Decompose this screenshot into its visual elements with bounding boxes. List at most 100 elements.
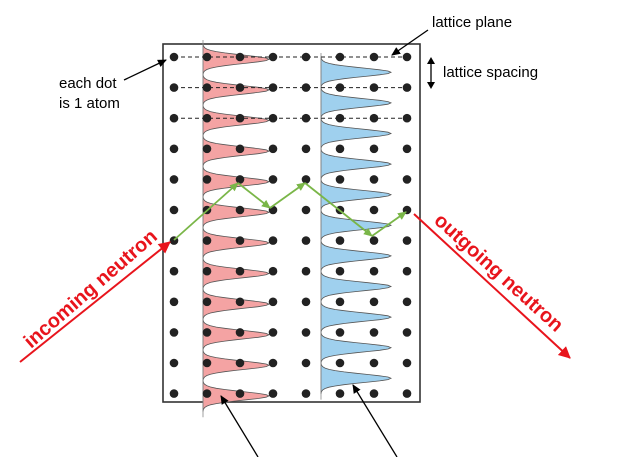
- blue-wave-column: [320, 53, 393, 400]
- atom-dot: [301, 266, 311, 276]
- atom-dot: [169, 266, 179, 276]
- atom-dot: [402, 236, 412, 245]
- atom-dot: [402, 266, 412, 276]
- outgoing-neutron-arrow: [413, 213, 571, 359]
- wave-lobe: [202, 319, 270, 351]
- atom-dot: [235, 144, 245, 154]
- wave-lobe: [320, 179, 393, 211]
- red-wave-pointer: [220, 395, 259, 457]
- atom-dot: [169, 389, 179, 398]
- neutron-path-segment: [237, 182, 271, 209]
- atom-dot: [369, 389, 379, 398]
- atom-dot: [301, 113, 311, 123]
- atom-dot: [301, 52, 311, 62]
- atom-dot: [335, 297, 345, 307]
- neutron-path-segment: [173, 182, 239, 241]
- wave-lobe: [320, 148, 393, 180]
- atom-dot: [268, 389, 278, 398]
- incoming-neutron-label: incoming neutron: [20, 225, 162, 352]
- atom-dot: [335, 266, 345, 276]
- atom-dot: [335, 113, 345, 123]
- atom-dot: [235, 83, 245, 92]
- atom-dot: [335, 83, 345, 92]
- neutron-path-segment: [269, 182, 306, 209]
- atom-dot: [301, 144, 311, 154]
- atom-dot: [268, 52, 278, 62]
- atom-dot: [335, 358, 345, 368]
- red-wave-column: [202, 40, 270, 418]
- lattice-plane-lines: [174, 56, 407, 119]
- neutron-path: [173, 182, 407, 241]
- atom-dot: [169, 52, 179, 62]
- atom-dot: [235, 389, 245, 398]
- atom-dot: [169, 83, 179, 92]
- wave-lobe: [320, 240, 393, 272]
- atom-dot: [369, 83, 379, 92]
- each-dot-label-line2: is 1 atom: [59, 95, 120, 112]
- atom-dot: [402, 389, 412, 398]
- atom-dot: [369, 328, 379, 337]
- atom-dot: [169, 113, 179, 123]
- wave-lobe: [320, 117, 393, 150]
- atom-dot: [369, 236, 379, 245]
- atom-dot: [301, 175, 311, 184]
- atom-dot: [301, 205, 311, 215]
- atom-dot: [202, 175, 212, 184]
- atom-dot: [335, 175, 345, 184]
- atom-dot: [202, 113, 212, 123]
- wave-lobe: [202, 257, 270, 290]
- atom-dot: [268, 266, 278, 276]
- blue-wave-pointer: [352, 384, 398, 457]
- atom-dot: [235, 113, 245, 123]
- atom-dot: [235, 266, 245, 276]
- atom-dot: [402, 358, 412, 368]
- atom-dot: [268, 328, 278, 337]
- atom-dot: [202, 328, 212, 337]
- atom-dot: [202, 358, 212, 368]
- atom-dot: [301, 328, 311, 337]
- atom-dot: [369, 205, 379, 215]
- wave-lobe: [202, 196, 270, 228]
- lattice-plane-pointer: [391, 29, 429, 56]
- atom-dot: [402, 297, 412, 307]
- atom-dot: [301, 83, 311, 92]
- atom-dot: [335, 144, 345, 154]
- atom-dot: [202, 389, 212, 398]
- atom-dot: [301, 236, 311, 245]
- outgoing-neutron-label: outgoing neutron: [430, 209, 568, 336]
- atom-dot: [169, 144, 179, 154]
- wave-lobe: [320, 332, 393, 364]
- atom-dot: [169, 297, 179, 307]
- wave-lobe: [202, 349, 270, 381]
- atom-dot: [202, 52, 212, 62]
- atom-dot: [268, 113, 278, 123]
- atom-dot: [235, 297, 245, 307]
- lattice-plane-label: lattice plane: [432, 14, 512, 31]
- atom-dot: [402, 144, 412, 154]
- wave-lobe: [202, 74, 270, 106]
- atom-dot: [268, 358, 278, 368]
- atom-dot: [369, 297, 379, 307]
- wave-lobe: [320, 301, 393, 333]
- wave-lobe: [202, 166, 270, 198]
- atom-dot: [402, 83, 412, 92]
- wave-lobe: [202, 135, 270, 167]
- atom-dot: [335, 52, 345, 62]
- atom-dot: [235, 328, 245, 337]
- atom-dot: [402, 175, 412, 184]
- atom-dot: [369, 175, 379, 184]
- neutron-path-segment: [304, 182, 373, 237]
- atom-dot: [268, 236, 278, 245]
- atom-dot: [301, 389, 311, 398]
- atom-dot: [235, 358, 245, 368]
- wave-lobe: [202, 227, 270, 259]
- atom-dot: [202, 144, 212, 154]
- wave-lobe: [202, 43, 270, 75]
- crystal-frame: [162, 43, 421, 403]
- lattice-spacing-label: lattice spacing: [443, 64, 538, 81]
- atom-dot: [369, 113, 379, 123]
- atom-dot: [301, 297, 311, 307]
- wave-lobe: [320, 209, 393, 241]
- atom-dot: [169, 328, 179, 337]
